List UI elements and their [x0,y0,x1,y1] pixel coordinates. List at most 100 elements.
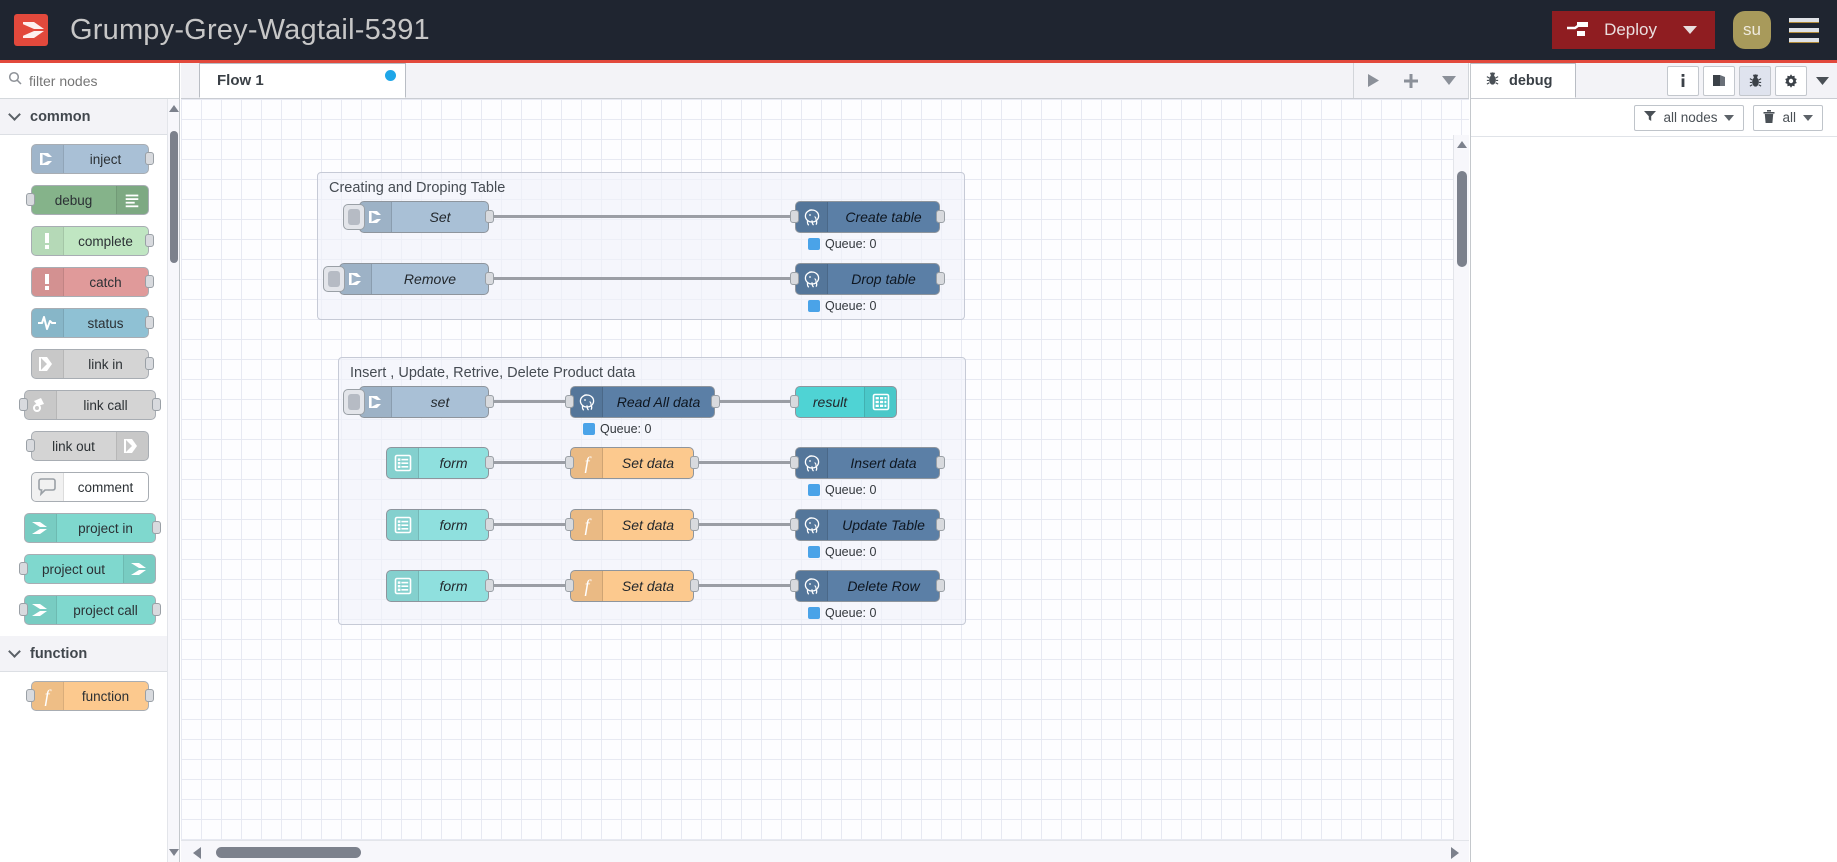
output-port[interactable] [936,518,945,531]
input-port[interactable] [790,210,799,223]
debug-tab-button[interactable] [1739,65,1771,96]
scroll-right-arrow-icon[interactable] [1451,847,1459,859]
input-port[interactable] [18,562,28,575]
palette-node-debug[interactable]: debug [25,185,149,215]
palette-node-status[interactable]: status [30,308,154,338]
scroll-down-arrow-icon[interactable] [169,849,179,856]
input-port[interactable] [790,395,799,408]
canvas-vertical-scrollbar[interactable] [1453,135,1469,862]
palette-node-project-in[interactable]: project in [23,513,161,543]
palette-node-comment[interactable]: comment [30,472,149,502]
flow-node-set[interactable]: set [343,386,494,418]
flow-node-drop-table[interactable]: Drop table [790,263,945,295]
tab-flow-1[interactable]: Flow 1 [199,63,406,98]
inject-trigger-button[interactable] [343,389,365,415]
flow-node-set[interactable]: Set [343,201,494,233]
search-input[interactable] [29,72,149,89]
palette-node-inject[interactable]: inject [30,144,154,174]
input-port[interactable] [18,398,28,411]
output-port[interactable] [485,210,494,223]
input-port[interactable] [565,518,574,531]
flow-node-read-all-data[interactable]: Read All data [565,386,720,418]
inject-trigger-button[interactable] [343,204,365,230]
output-port[interactable] [144,152,154,165]
palette-node-link-out[interactable]: link out [25,431,149,461]
wire[interactable] [694,523,795,526]
tab-debug[interactable]: debug [1471,63,1576,98]
input-port[interactable] [565,395,574,408]
config-tab-button[interactable] [1775,65,1807,96]
output-port[interactable] [936,210,945,223]
input-port[interactable] [18,603,28,616]
palette-category-function[interactable]: function [0,636,179,672]
palette-node-catch[interactable]: catch [30,267,154,297]
output-port[interactable] [151,398,161,411]
flow-node-result[interactable]: result [790,386,897,418]
output-port[interactable] [936,272,945,285]
output-port[interactable] [485,456,494,469]
flow-node-remove[interactable]: Remove [323,263,494,295]
flow-group[interactable]: Creating and Droping Table [317,172,965,320]
flow-node-create-table[interactable]: Create table [790,201,945,233]
palette-node-link-call[interactable]: link call [18,390,161,420]
wire[interactable] [489,277,795,280]
hamburger-menu-icon[interactable] [1789,17,1819,43]
info-tab-button[interactable] [1667,65,1699,96]
wire[interactable] [489,400,570,403]
run-flow-button[interactable] [1354,63,1392,98]
wire[interactable] [489,215,795,218]
input-port[interactable] [790,456,799,469]
add-flow-button[interactable] [1392,63,1430,98]
input-port[interactable] [25,439,35,452]
canvas-vscroll-thumb[interactable] [1457,171,1467,267]
palette-category-common[interactable]: common [0,99,179,135]
input-port[interactable] [790,272,799,285]
input-port[interactable] [565,579,574,592]
output-port[interactable] [144,275,154,288]
output-port[interactable] [936,579,945,592]
wire[interactable] [489,584,570,587]
output-port[interactable] [144,689,154,702]
flow-menu-button[interactable] [1430,63,1468,98]
help-tab-button[interactable] [1703,65,1735,96]
output-port[interactable] [151,521,161,534]
input-port[interactable] [790,518,799,531]
sidebar-more-button[interactable] [1811,66,1833,96]
output-port[interactable] [144,316,154,329]
wire[interactable] [489,461,570,464]
output-port[interactable] [690,518,699,531]
flow-node-form[interactable]: form [386,570,494,602]
output-port[interactable] [485,395,494,408]
palette-scroll-thumb[interactable] [170,131,178,263]
output-port[interactable] [485,272,494,285]
debug-message-list[interactable] [1471,137,1837,862]
filter-nodes-button[interactable]: all nodes [1634,104,1745,131]
palette-node-link-in[interactable]: link in [30,349,154,379]
deploy-button[interactable]: Deploy [1552,11,1715,49]
canvas-hscroll-thumb[interactable] [216,847,361,858]
chevron-down-icon[interactable] [1683,26,1697,34]
palette-node-complete[interactable]: complete [30,226,154,256]
flow-node-update-table[interactable]: Update Table [790,509,945,541]
wire[interactable] [715,400,795,403]
inject-trigger-button[interactable] [323,266,345,292]
output-port[interactable] [690,579,699,592]
flow-node-form[interactable]: form [386,509,494,541]
scroll-left-arrow-icon[interactable] [193,847,201,859]
canvas-horizontal-scrollbar[interactable] [181,840,1469,862]
output-port[interactable] [151,603,161,616]
input-port[interactable] [790,579,799,592]
output-port[interactable] [711,395,720,408]
wire[interactable] [694,584,795,587]
input-port[interactable] [25,193,35,206]
flow-node-delete-row[interactable]: Delete Row [790,570,945,602]
input-port[interactable] [565,456,574,469]
output-port[interactable] [690,456,699,469]
wire[interactable] [694,461,795,464]
wire[interactable] [489,523,570,526]
scroll-up-arrow-icon[interactable] [169,105,179,112]
